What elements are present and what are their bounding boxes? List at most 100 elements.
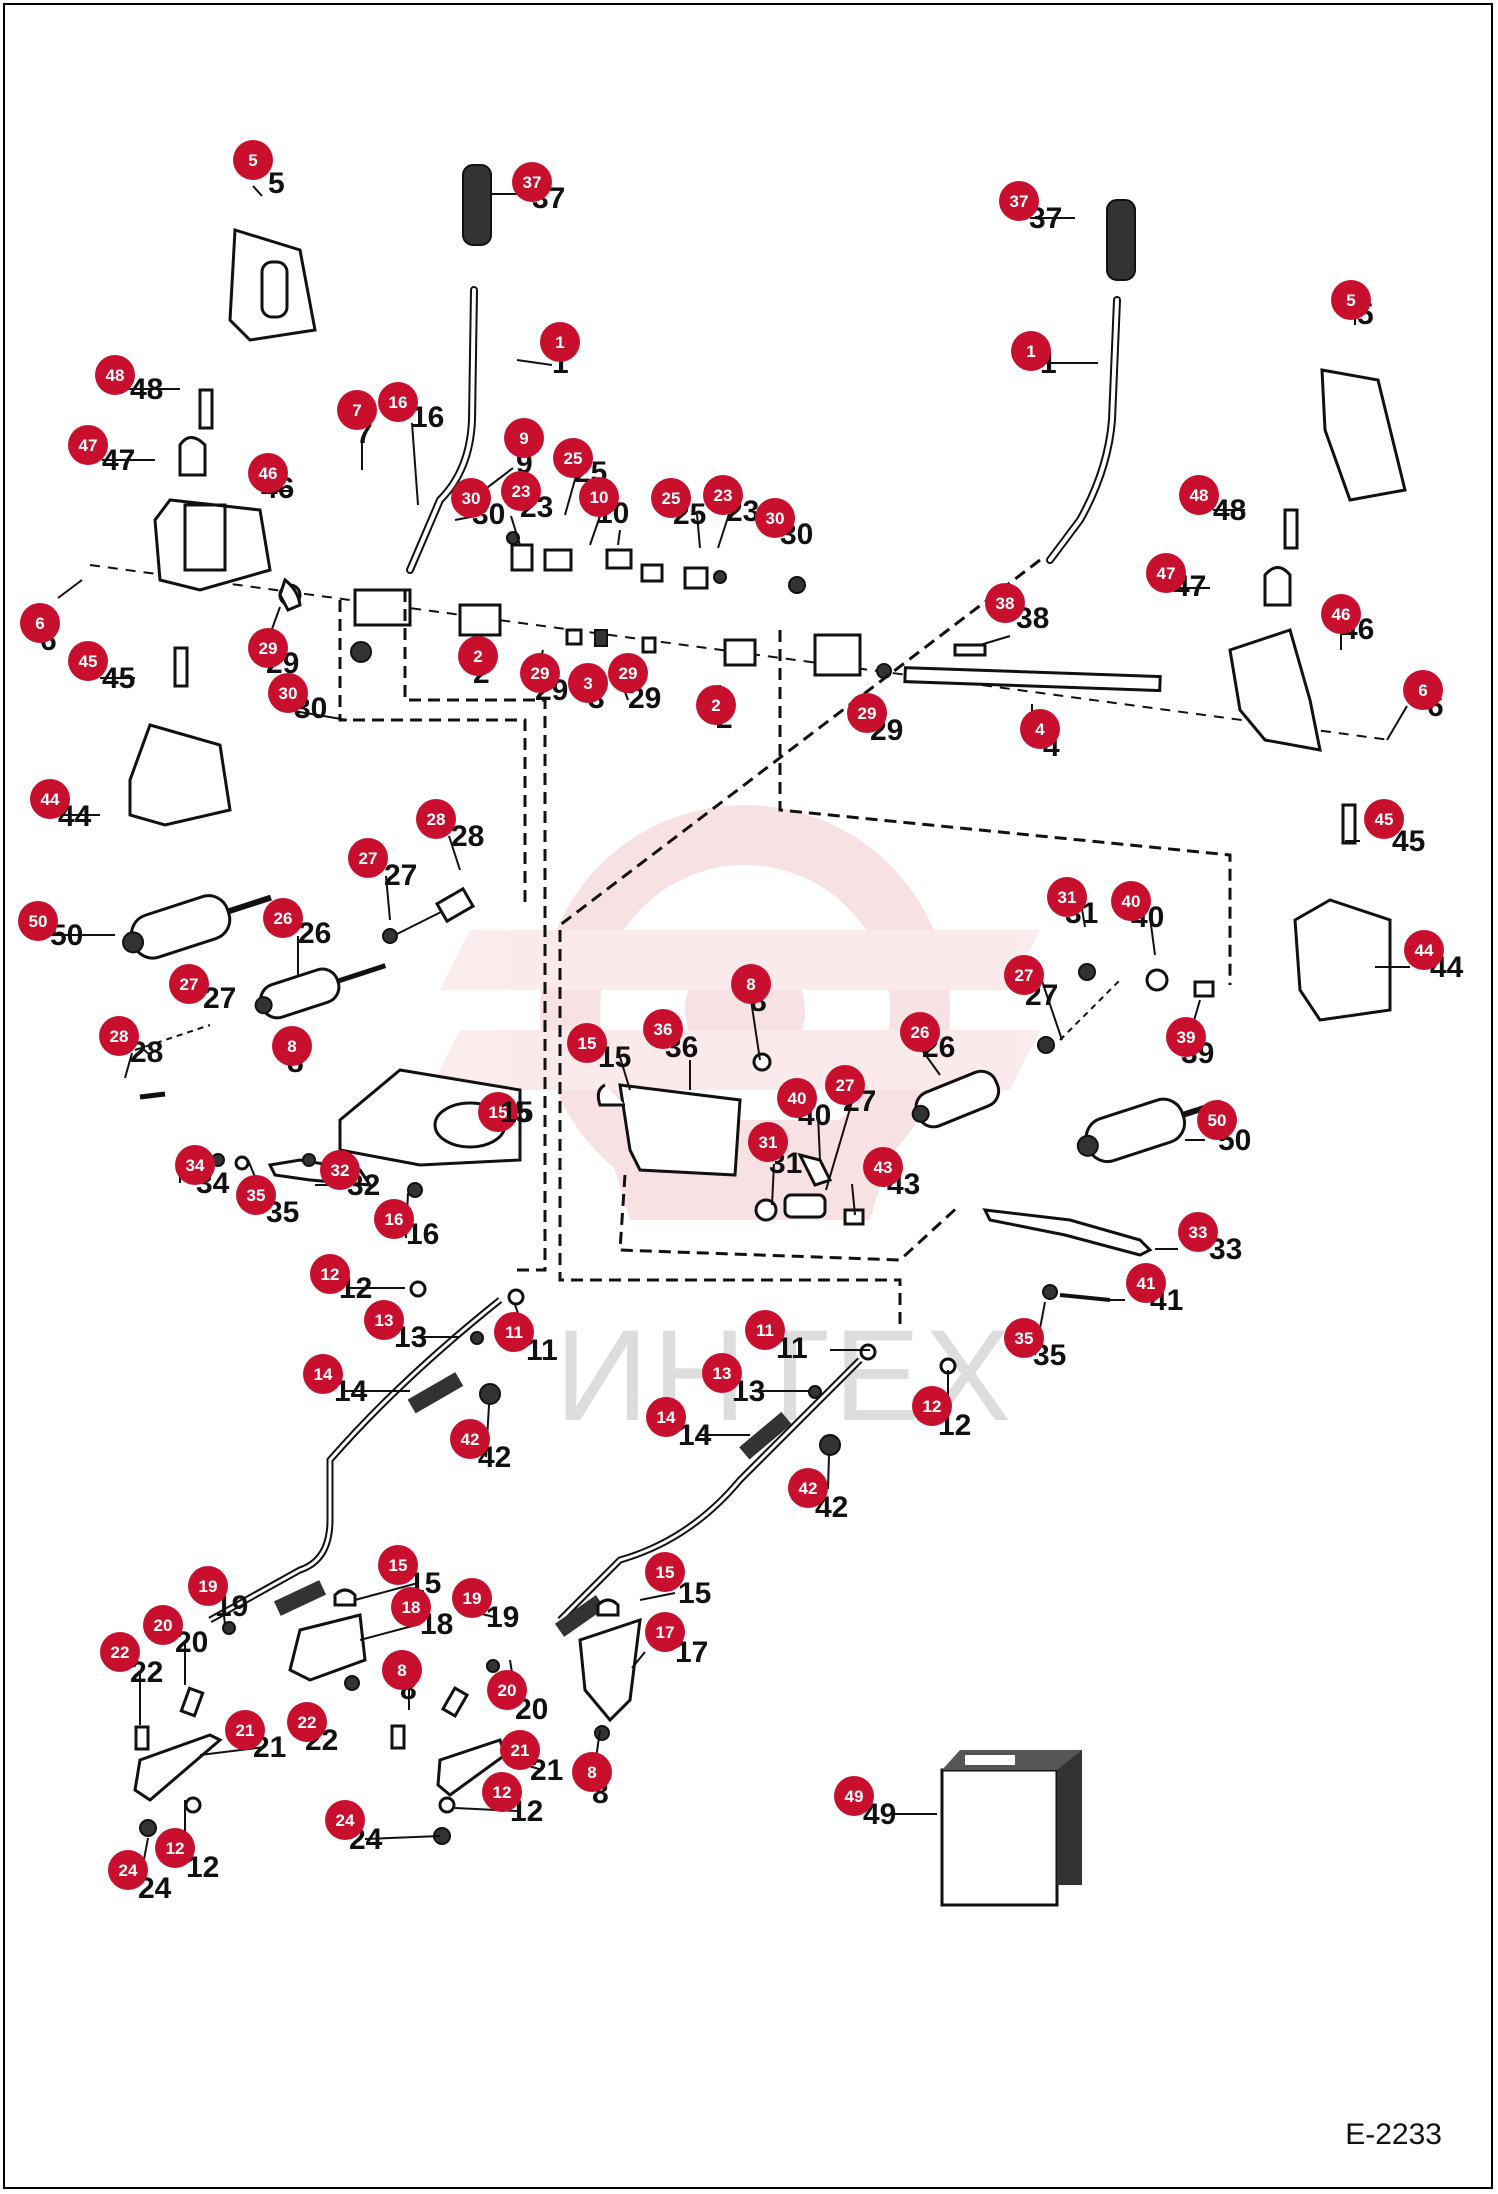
leader-line — [1386, 705, 1408, 741]
callout-bubble — [501, 471, 541, 511]
callout-bubble-number: 40 — [1122, 892, 1141, 911]
callout-layer: 5537371148487716164747994646303023232525… — [18, 140, 1464, 1905]
cable-14-left — [208, 1297, 503, 1624]
callout-bubble — [1020, 709, 1060, 749]
callout-bubble — [30, 779, 70, 819]
callout-bubble — [108, 1850, 148, 1890]
leader-line — [979, 635, 1011, 646]
callout-bubble-number: 22 — [111, 1643, 130, 1662]
callout-bubble-number: 19 — [199, 1577, 218, 1596]
plate-5-right — [1320, 368, 1407, 502]
callout-bubble-number: 45 — [1375, 810, 1394, 829]
callout-bubble — [863, 1147, 903, 1187]
callout-8: 88 — [272, 1026, 312, 1079]
leader-line — [631, 1651, 646, 1669]
callout-bubble-number: 49 — [845, 1787, 864, 1806]
callout-bubble — [608, 653, 648, 693]
callout-bubble-number: 5 — [1346, 291, 1355, 310]
part-number-label: 19 — [486, 1601, 519, 1634]
callout-bubble-number: 27 — [359, 849, 378, 868]
callout-bubble — [702, 1353, 742, 1393]
leader-line — [199, 1746, 266, 1756]
callout-bubble-number: 31 — [759, 1133, 778, 1152]
callout-bubble-number: 1 — [1026, 342, 1035, 361]
callout-bubble — [1126, 1263, 1166, 1303]
callout-bubble — [1111, 881, 1151, 921]
part-number-label: 48 — [1213, 494, 1246, 527]
leader-line — [252, 185, 263, 197]
callout-bubble — [520, 653, 560, 693]
callout-bubble — [645, 1612, 685, 1652]
callout-bubble — [553, 438, 593, 478]
callout-bubble — [155, 1828, 195, 1868]
callout-bubble — [1004, 1318, 1044, 1358]
grip-right — [1106, 199, 1136, 281]
callout-bubble-number: 15 — [489, 1103, 508, 1122]
callout-bubble — [512, 162, 552, 202]
callout-bubble-number: 21 — [236, 1721, 255, 1740]
leader-line — [771, 1163, 775, 1206]
callout-bubble-number: 24 — [336, 1811, 355, 1830]
callout-bubble — [1178, 1212, 1218, 1252]
leader-line — [385, 875, 391, 921]
callout-bubble — [912, 1386, 952, 1426]
callout-bubble-number: 44 — [41, 790, 60, 809]
callout-bubble — [452, 1578, 492, 1618]
callout-bubble — [651, 478, 691, 518]
callout-bubble-number: 20 — [498, 1681, 517, 1700]
callout-bubble — [175, 1145, 215, 1185]
callout-bubble — [320, 1150, 360, 1190]
callout-bubble — [777, 1078, 817, 1118]
bracket-46-right — [1228, 628, 1322, 752]
callout-bubble-number: 16 — [385, 1210, 404, 1229]
callout-bubble — [143, 1605, 183, 1645]
callout-bubble — [703, 475, 743, 515]
callout-bubble-number: 12 — [166, 1839, 185, 1858]
callout-bubble-number: 2 — [711, 696, 720, 715]
callout-bubble — [99, 1016, 139, 1056]
callout-bubble — [646, 1397, 686, 1437]
callout-bubble — [572, 1752, 612, 1792]
main-shaft-assembly — [89, 164, 1391, 741]
callout-6: 66 — [20, 603, 60, 657]
callout-bubble-number: 26 — [911, 1023, 930, 1042]
dampers — [122, 886, 1222, 1164]
callout-bubble-number: 8 — [287, 1037, 296, 1056]
callout-bubble-number: 14 — [314, 1365, 333, 1384]
leader-line — [1149, 916, 1156, 956]
callout-bubble-number: 27 — [1015, 966, 1034, 985]
callout-bubble — [391, 1587, 431, 1627]
part-number-label: 26 — [298, 917, 331, 950]
callout-bubble — [1403, 670, 1443, 710]
callout-bubble-number: 37 — [523, 173, 542, 192]
callout-bubble-number: 9 — [519, 429, 528, 448]
plate-21-right — [436, 1738, 507, 1797]
leader-line — [619, 1056, 631, 1091]
callout-bubble-number: 13 — [713, 1364, 732, 1383]
callout-bubble-number: 25 — [662, 489, 681, 508]
callout-bubble — [374, 1199, 414, 1239]
callout-bubble-number: 41 — [1137, 1274, 1156, 1293]
callout-bubble-number: 19 — [463, 1589, 482, 1608]
plate-36 — [618, 1083, 742, 1177]
callout-bubble — [1011, 331, 1051, 371]
plate-5-left — [228, 228, 317, 342]
callout-bubble-number: 30 — [462, 489, 481, 508]
callout-bubble-number: 35 — [247, 1186, 266, 1205]
leader-line — [851, 1183, 856, 1216]
